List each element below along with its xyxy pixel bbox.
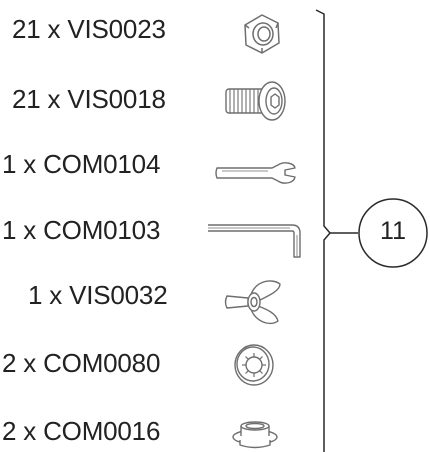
lock-washer-icon <box>232 343 276 387</box>
button-head-bolt-icon <box>224 80 290 124</box>
plastic-bushing-icon <box>230 420 280 450</box>
wing-nut-icon <box>224 276 284 330</box>
part-label-com0104: 1 x COM0104 <box>2 149 161 179</box>
open-end-wrench-icon <box>214 160 298 186</box>
hex-key-icon <box>208 223 304 259</box>
part-label-com0016: 2 x COM0016 <box>2 416 161 446</box>
part-label-vis0023: 21 x VIS0023 <box>12 14 166 44</box>
hex-nut-icon <box>240 12 284 56</box>
reference-circle <box>358 198 428 268</box>
part-label-vis0032: 1 x VIS0032 <box>28 280 168 310</box>
part-label-vis0018: 21 x VIS0018 <box>12 84 166 114</box>
part-label-com0103: 1 x COM0103 <box>2 215 161 245</box>
group-reference-number: 11 <box>380 217 406 245</box>
part-label-com0080: 2 x COM0080 <box>2 348 161 378</box>
